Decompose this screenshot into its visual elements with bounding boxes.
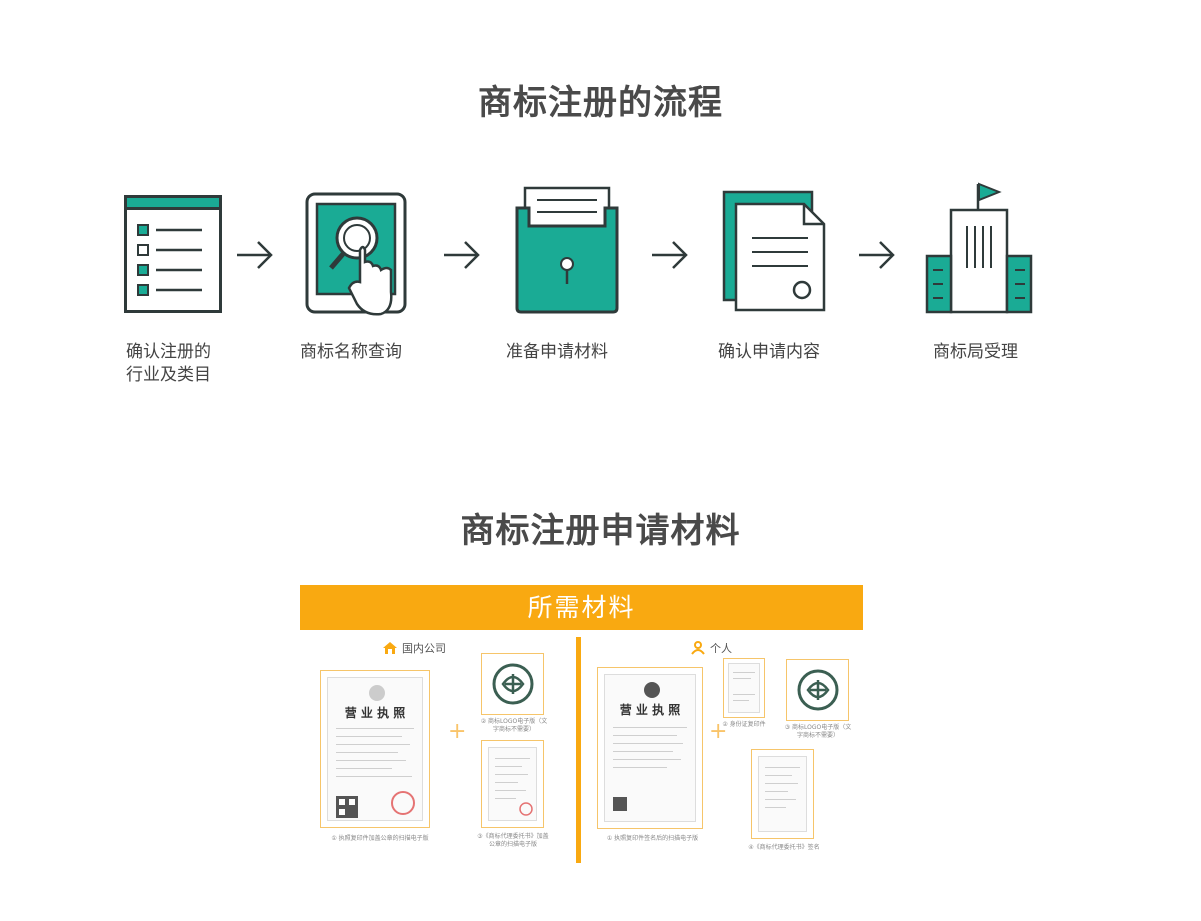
step-label: 商标名称查询 xyxy=(300,342,402,362)
individual-logo-card xyxy=(786,659,849,721)
license-document: 营 业 执 照 xyxy=(327,677,423,821)
arrow-right-icon xyxy=(859,241,895,269)
individual-logo-caption: ③ 商标LOGO电子版（文字商标不需要） xyxy=(784,724,852,739)
individual-id-caption: ② 身份证复印件 xyxy=(722,721,766,728)
step-label: 确认申请内容 xyxy=(718,342,820,362)
qr-code-icon xyxy=(336,796,358,818)
individual-license-caption: ① 执照复印件签名后的扫描电子版 xyxy=(606,835,699,842)
company-power-caption: ③《商标代理委托书》加盖公章的扫描电子版 xyxy=(477,833,549,848)
individual-power-caption: ④《商标代理委托书》签名 xyxy=(748,844,820,851)
power-of-attorney-document xyxy=(488,747,537,821)
arrow-right-icon xyxy=(652,241,688,269)
step-label: 确认注册的 行业及类目 xyxy=(126,342,211,385)
company-power-card xyxy=(481,740,544,828)
arrow-right-icon xyxy=(444,241,480,269)
step-label: 准备申请材料 xyxy=(506,342,608,362)
seal-stamp-icon xyxy=(519,802,533,816)
document-seal-icon xyxy=(722,190,826,312)
qr-code-icon xyxy=(613,797,627,811)
company-license-card: 营 业 执 照 xyxy=(320,670,430,828)
step-label: 商标局受理 xyxy=(933,342,1018,362)
company-heading: 国内公司 xyxy=(382,640,446,656)
process-title: 商标注册的流程 xyxy=(478,83,723,123)
company-logo-caption: ② 商标LOGO电子版（文字商标不需要） xyxy=(480,718,548,733)
folder-lock-icon xyxy=(515,186,619,314)
materials-title: 商标注册申请材料 xyxy=(460,511,741,551)
license-title: 营 业 执 照 xyxy=(344,706,406,720)
person-icon xyxy=(691,641,705,655)
individual-power-card xyxy=(751,749,814,839)
license-document: 营 业 执 照 xyxy=(604,674,696,822)
trademark-logo-icon xyxy=(797,669,839,711)
search-tablet-icon xyxy=(305,192,407,316)
company-license-caption: ① 执照复印件加盖公章的扫描电子版 xyxy=(331,835,429,842)
individual-license-card: 营 业 执 照 xyxy=(597,667,703,829)
individual-id-card xyxy=(723,658,765,718)
trademark-logo-icon xyxy=(492,663,534,705)
id-card-document xyxy=(728,663,760,713)
company-logo-card xyxy=(481,653,544,715)
plus-icon: + xyxy=(709,719,728,744)
plus-icon: + xyxy=(448,719,467,744)
office-building-icon xyxy=(925,182,1033,314)
materials-banner: 所需材料 xyxy=(300,585,863,630)
emblem-icon xyxy=(644,682,660,698)
power-of-attorney-document xyxy=(758,756,807,832)
individual-heading: 个人 xyxy=(690,640,732,656)
seal-stamp-icon xyxy=(391,791,415,815)
checklist-icon xyxy=(124,195,222,313)
license-title: 营 业 执 照 xyxy=(619,703,681,717)
emblem-icon xyxy=(369,685,385,701)
section-divider xyxy=(576,637,581,863)
arrow-right-icon xyxy=(237,241,273,269)
materials-panel: 所需材料 国内公司 营 业 执 照 ① 执照复印件加盖公章的扫描电子版 + xyxy=(300,585,863,870)
home-icon xyxy=(383,642,397,654)
